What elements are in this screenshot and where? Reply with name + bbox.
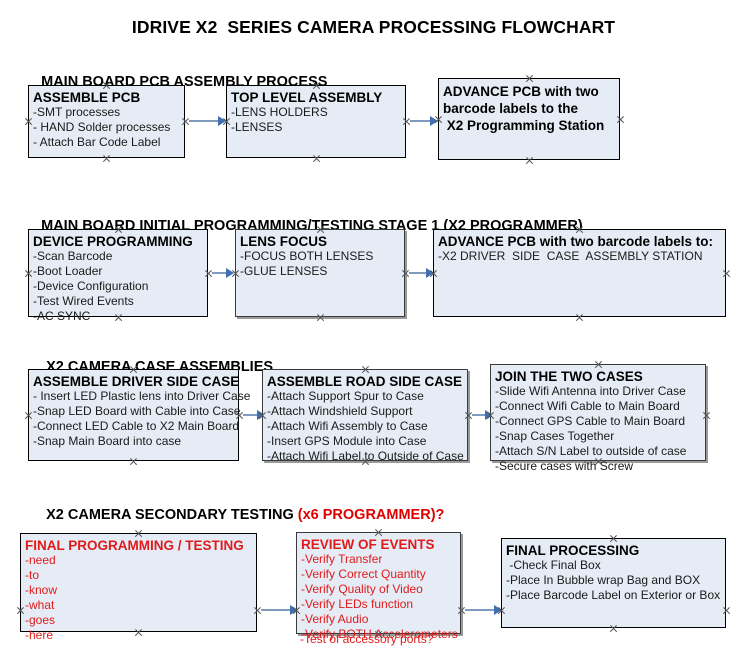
box-line: -Attach Support Spur to Case (267, 389, 424, 403)
box-line: -Snap Main Board into case (33, 434, 182, 448)
section-header-note: (x6 PROGRAMMER)? (297, 507, 445, 523)
box-assemble-driver-side-case[interactable]: ASSEMBLE DRIVER SIDE CASE - Insert LED P… (28, 369, 251, 461)
box-advance-pcb-programming-station[interactable]: ADVANCE PCB with two barcode labels to t… (438, 78, 620, 160)
box-line: -SMT processes (33, 105, 121, 119)
box-title: LENS FOCUS (240, 234, 328, 249)
box-line: -Attach Windshield Support (267, 404, 413, 418)
arrowhead-icon (218, 116, 226, 126)
box-advance-pcb-driver-side-station[interactable]: ADVANCE PCB with two barcode labels to: … (433, 229, 726, 317)
box-line: -LENS HOLDERS (231, 105, 328, 119)
box-line: -need (25, 553, 56, 567)
box-line: -Scan Barcode (33, 249, 113, 263)
box-line: -know (25, 583, 58, 597)
box-line: -Place In Bubble wrap Bag and BOX (506, 573, 701, 587)
box-title: ADVANCE PCB with two barcode labels to: (438, 234, 714, 249)
box-join-the-two-cases[interactable]: JOIN THE TWO CASES -Slide Wifi Antenna i… (490, 364, 706, 473)
box-line: -Connect GPS Cable to Main Board (495, 414, 686, 428)
box-line: -Check Final Box (506, 558, 601, 572)
box-line: -Verify LEDs function (301, 597, 414, 611)
arrowhead-icon (290, 605, 298, 615)
box-assemble-pcb[interactable]: ASSEMBLE PCB -SMT processes - HAND Solde… (28, 85, 185, 158)
box-title: ASSEMBLE DRIVER SIDE CASE (33, 374, 240, 389)
box-line: -X2 DRIVER SIDE CASE ASSEMBLY STATION (438, 249, 703, 263)
box-line: -Verify Correct Quantity (301, 567, 426, 581)
box-line: -LENSES (231, 120, 283, 134)
box-title: TOP LEVEL ASSEMBLY (231, 90, 383, 105)
box-line: - Insert LED Plastic lens into Driver Ca… (33, 389, 251, 403)
box-line: - HAND Solder processes (33, 120, 171, 134)
connector-line (261, 609, 292, 611)
box-line: -Attach S/N Label to outside of case (495, 444, 687, 458)
box-line: -here (25, 628, 54, 642)
box-line: -FOCUS BOTH LENSES (240, 249, 374, 263)
box-top-level-assembly[interactable]: TOP LEVEL ASSEMBLY -LENS HOLDERS -LENSES (226, 85, 406, 158)
box-line: -Insert GPS Module into Case (267, 434, 427, 448)
box-assemble-road-side-case[interactable]: ASSEMBLE ROAD SIDE CASE -Attach Support … (262, 369, 468, 463)
box-line: -Verify Quality of Video (301, 582, 423, 596)
box-title: ADVANCE PCB with two barcode labels to t… (443, 84, 605, 133)
box-title: FINAL PROGRAMMING / TESTING (25, 538, 244, 553)
arrowhead-icon (494, 605, 502, 615)
box-line: -Secure cases with Screw (495, 459, 634, 473)
box-line: - Attach Bar Code Label (33, 135, 161, 149)
box-title: ASSEMBLE ROAD SIDE CASE (267, 374, 463, 389)
box-line: -Verify BOTH Accelerometers (301, 627, 458, 641)
box-line: -Verify Transfer (301, 552, 383, 566)
box-line: -GLUE LENSES (240, 264, 328, 278)
box-final-programming-testing[interactable]: FINAL PROGRAMMING / TESTING -need -to -k… (20, 533, 257, 642)
box-title: REVIEW OF EVENTS (301, 537, 435, 552)
box-line: -Connect Wifi Cable to Main Board (495, 399, 680, 413)
connector-line (409, 272, 430, 274)
connector-line (465, 609, 496, 611)
box-title: ASSEMBLE PCB (33, 90, 141, 105)
box-title: FINAL PROCESSING (506, 543, 640, 558)
box-line: -Test Wired Events (33, 294, 134, 308)
box-line: -Attach Wifi Label to Outside of Case (267, 449, 464, 463)
box-device-programming[interactable]: DEVICE PROGRAMMING -Scan Barcode -Boot L… (28, 229, 208, 323)
page-title: IDRIVE X2 SERIES CAMERA PROCESSING FLOWC… (131, 17, 616, 37)
box-line: -Device Configuration (33, 279, 149, 293)
box-line: -goes (25, 613, 56, 627)
connector-line (189, 120, 220, 122)
connector-line (243, 414, 259, 416)
arrowhead-icon (257, 410, 265, 420)
box-line: -Connect LED Cable to X2 Main Board (33, 419, 240, 433)
connector-line (472, 414, 487, 416)
box-review-of-events[interactable]: REVIEW OF EVENTS -Verify Transfer -Verif… (296, 532, 461, 641)
arrowhead-icon (226, 268, 234, 278)
box-line: -AC SYNC (33, 309, 91, 323)
box-lens-focus[interactable]: LENS FOCUS -FOCUS BOTH LENSES -GLUE LENS… (235, 229, 405, 317)
box-final-processing[interactable]: FINAL PROCESSING -Check Final Box -Place… (501, 538, 726, 628)
box-line: -what (25, 598, 55, 612)
connector-line (212, 272, 228, 274)
arrowhead-icon (430, 116, 438, 126)
connector-line (410, 120, 435, 122)
box-line: -Boot Loader (33, 264, 103, 278)
box-title: DEVICE PROGRAMMING (33, 234, 193, 249)
box-line: -Slide Wifi Antenna into Driver Case (495, 384, 686, 398)
box-line: -Verify Audio (301, 612, 369, 626)
box-title: JOIN THE TWO CASES (495, 369, 643, 384)
box-line: -to (25, 568, 40, 582)
box-line: -Attach Wifi Assembly to Case (267, 419, 428, 433)
box-line: -Snap LED Board with Cable into Case (33, 404, 241, 418)
section-header-text: X2 CAMERA SECONDARY TESTING (46, 507, 298, 523)
section-header-x2-camera-secondary-testing: X2 CAMERA SECONDARY TESTING (x6 PROGRAMM… (30, 491, 444, 539)
box-line: -Place Barcode Label on Exterior or Box (506, 588, 721, 602)
box-line: -Snap Cases Together (495, 429, 615, 443)
box-overflow-line: -Test of accessory ports? (300, 632, 434, 646)
arrowhead-icon (426, 268, 434, 278)
arrowhead-icon (485, 410, 493, 420)
